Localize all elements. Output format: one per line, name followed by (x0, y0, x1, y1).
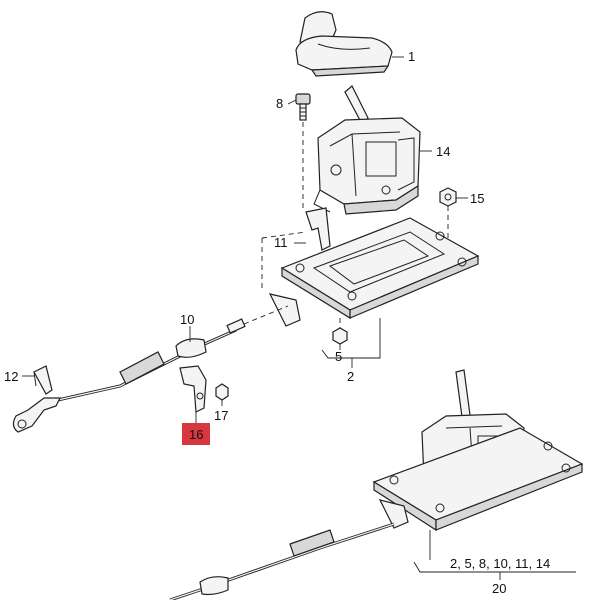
part-11-bracket[interactable] (305, 207, 331, 251)
part-1-shift-knob-cover[interactable] (295, 11, 393, 77)
callout-12: 12 (4, 369, 18, 384)
part-2-housing-base[interactable] (268, 217, 480, 327)
part-8-bolt[interactable] (295, 93, 311, 121)
part-17-nut[interactable] (215, 383, 229, 401)
callout-16: 16 (189, 427, 203, 442)
callout-17: 17 (214, 408, 228, 423)
part-15-nut[interactable] (439, 187, 457, 207)
part-12-cable-clip[interactable] (33, 365, 53, 395)
part-20-complete-assembly[interactable] (169, 369, 584, 600)
highlight-callout-16-box (182, 423, 210, 445)
callout-15: 15 (470, 191, 484, 206)
part-14-shift-mechanism[interactable] (313, 85, 421, 215)
callout-10: 10 (180, 312, 194, 327)
part-5-nut[interactable] (332, 327, 348, 345)
part-10-shift-cable[interactable] (12, 318, 246, 433)
callout-8: 8 (276, 96, 283, 111)
callout-11: 11 (274, 235, 288, 250)
callout-kit-parts: 2, 5, 8, 10, 11, 14 (450, 556, 550, 571)
callout-1: 1 (408, 49, 415, 64)
callout-5: 5 (335, 349, 342, 364)
part-16-bracket[interactable] (179, 365, 207, 413)
callout-14: 14 (436, 144, 450, 159)
callout-2: 2 (347, 369, 354, 384)
callout-20: 20 (492, 581, 506, 596)
